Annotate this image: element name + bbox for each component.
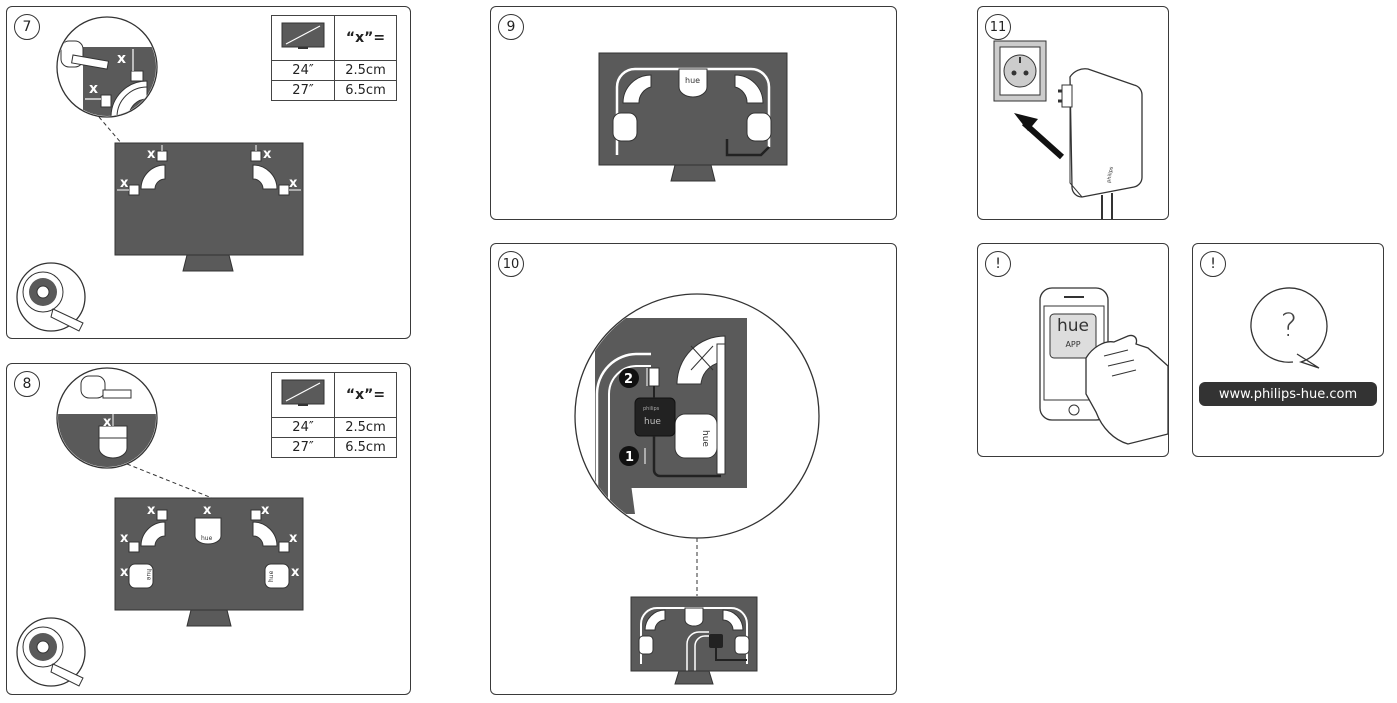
- tv-size-icon-cell: [271, 372, 335, 418]
- tv-size-value: 27″: [271, 437, 335, 458]
- info-badge: !: [1200, 251, 1226, 277]
- hue-logo-mark: hue: [700, 430, 710, 447]
- step-8-illustration: x hue hue hue x x x x x x x: [16, 367, 304, 687]
- adapter-brand-text: philips: [1106, 166, 1115, 183]
- tv-diagonal-icon: [281, 22, 325, 49]
- x-equals-header: “x”=: [334, 15, 397, 61]
- hue-logo-mark: hue: [685, 76, 700, 85]
- x-value: 6.5cm: [334, 80, 397, 101]
- x-value: 2.5cm: [334, 60, 397, 81]
- x-value: 2.5cm: [334, 417, 397, 438]
- tv-diagonal-icon: [281, 379, 325, 406]
- x-equals-header: “x”=: [334, 372, 397, 418]
- x-dimension-label: x: [117, 51, 126, 67]
- x-dimension-label: x: [261, 503, 270, 518]
- hue-logo-mark: hue: [201, 535, 213, 542]
- x-dimension-label: x: [103, 415, 112, 430]
- size-table: “x”= 24″ 2.5cm 27″ 6.5cm: [271, 15, 397, 101]
- step-number-badge: 7: [14, 14, 40, 40]
- tv-size-value: 24″: [271, 60, 335, 81]
- x-dimension-label: x: [289, 531, 298, 546]
- x-dimension-label: x: [291, 565, 300, 580]
- tv-size-value: 24″: [271, 417, 335, 438]
- step-7-illustration: x x x x x x: [16, 16, 304, 332]
- bridge-brand-text: philips: [643, 406, 660, 412]
- hue-logo-mark: hue: [268, 570, 275, 582]
- web-note-panel: ! ? www.philips-hue.com: [1192, 243, 1384, 457]
- help-bubble-illustration: [1250, 287, 1328, 369]
- step-number-badge: 9: [498, 14, 524, 40]
- callout-number: 2: [624, 372, 633, 387]
- question-mark-icon: ?: [1280, 306, 1298, 344]
- info-badge: !: [985, 251, 1011, 277]
- tv-size-value: 27″: [271, 80, 335, 101]
- step-8-panel: x hue hue hue x x x x x x x 8: [6, 363, 411, 695]
- x-dimension-label: x: [203, 503, 212, 518]
- hue-app-illustration: [1039, 287, 1168, 445]
- x-dimension-label: x: [289, 176, 298, 191]
- step-number-badge: 10: [498, 251, 524, 277]
- step-10-panel: hue philips hue 2 1 10: [490, 243, 897, 695]
- step-9-panel: hue 9: [490, 6, 897, 220]
- x-dimension-label: x: [263, 147, 272, 162]
- callout-number: 1: [625, 450, 634, 465]
- x-dimension-label: x: [89, 81, 98, 97]
- step-number-badge: 11: [985, 14, 1011, 40]
- step-9-illustration: hue: [598, 52, 788, 182]
- x-dimension-label: x: [147, 503, 156, 518]
- x-dimension-label: x: [120, 176, 129, 191]
- step-7-panel: x x x x x x 7: [6, 6, 411, 339]
- app-note-panel: ! hue APP: [977, 243, 1169, 457]
- step-11-illustration: philips: [993, 40, 1143, 219]
- website-url[interactable]: www.philips-hue.com: [1199, 382, 1377, 406]
- step-11-panel: philips 11: [977, 6, 1169, 220]
- x-dimension-label: x: [120, 531, 129, 546]
- x-value: 6.5cm: [334, 437, 397, 458]
- x-dimension-label: x: [120, 565, 129, 580]
- x-dimension-label: x: [147, 147, 156, 162]
- hue-app-logo: hue: [1056, 316, 1089, 336]
- step-10-illustration: hue philips hue 2 1: [574, 293, 820, 694]
- bridge-hue-text: hue: [644, 417, 661, 427]
- hue-app-label: APP: [1065, 340, 1081, 349]
- size-table: “x”= 24″ 2.5cm 27″ 6.5cm: [271, 372, 397, 458]
- tv-size-icon-cell: [271, 15, 335, 61]
- hue-logo-mark: hue: [145, 569, 152, 581]
- step-number-badge: 8: [14, 371, 40, 397]
